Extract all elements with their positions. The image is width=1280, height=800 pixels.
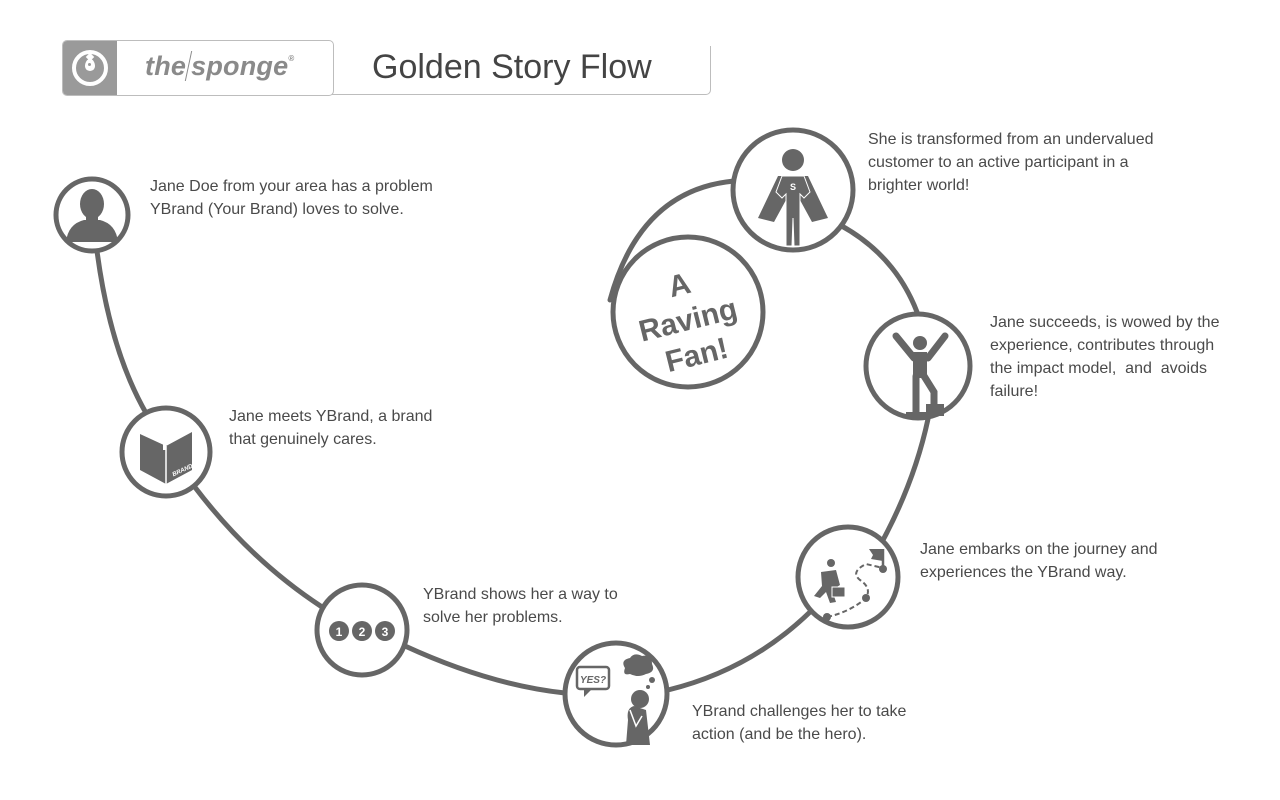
connector-4-5 xyxy=(665,609,813,693)
raving-fan-circle xyxy=(610,234,766,390)
water-drop-icon xyxy=(85,59,95,71)
celebrating-person-icon xyxy=(892,332,949,418)
brand-book-icon: BRAND xyxy=(140,432,194,484)
connector-1-2 xyxy=(94,248,149,416)
step-4-caption-line: YBrand challenges her to take xyxy=(692,703,907,720)
step-7-caption-line: She is transformed from an undervalued xyxy=(868,131,1154,148)
logo-text-left: the xyxy=(145,51,187,81)
step-6-caption-line: Jane succeeds, is wowed by the xyxy=(990,314,1220,331)
step-2-caption-line: that genuinely cares. xyxy=(229,431,377,448)
step-2-caption-line: Jane meets YBrand, a brand xyxy=(229,408,433,425)
step-1-caption: Jane Doe from your area has a problem YB… xyxy=(150,175,433,221)
logo-mark xyxy=(63,41,117,95)
yes-question-label: YES? xyxy=(580,675,606,686)
numbered-steps-icon: 1 2 3 xyxy=(329,621,395,641)
step-7-caption-line: customer to an active participant in a xyxy=(868,154,1129,171)
step-2-caption: Jane meets YBrand, a brand that genuinel… xyxy=(229,405,432,451)
step-7-caption: She is transformed from an undervalued c… xyxy=(868,128,1153,197)
connector-7-fan xyxy=(607,178,737,303)
title-box: Golden Story Flow xyxy=(332,46,711,95)
step-5-caption-line: experiences the YBrand way. xyxy=(920,564,1127,581)
journey-path-icon xyxy=(814,549,887,621)
number-2: 2 xyxy=(359,625,366,639)
logo-text-right: sponge xyxy=(191,51,289,81)
connector-5-6 xyxy=(880,416,931,543)
connector-2-3 xyxy=(191,483,325,610)
number-3: 3 xyxy=(382,625,389,639)
superhero-icon: S xyxy=(758,149,828,247)
step-1-caption-line: Jane Doe from your area has a problem xyxy=(150,178,433,195)
step-6-caption-line: the impact model, and avoids xyxy=(990,360,1208,377)
superhero-s-label: S xyxy=(790,182,796,192)
step-4-caption: YBrand challenges her to take action (an… xyxy=(692,700,906,746)
step-5-caption-line: Jane embarks on the journey and xyxy=(920,541,1158,558)
step-3-caption-line: YBrand shows her a way to xyxy=(423,586,618,603)
step-3-caption-line: solve her problems. xyxy=(423,609,563,626)
step-6-caption-line: failure! xyxy=(990,383,1039,400)
thinking-woman-icon: YES? xyxy=(575,654,655,745)
step-7-caption-line: brighter world! xyxy=(868,177,970,194)
step-5-circle xyxy=(795,524,901,630)
step-5-caption: Jane embarks on the journey and experien… xyxy=(920,538,1157,584)
registered-mark: ® xyxy=(288,54,295,63)
person-icon xyxy=(66,189,118,242)
connector-6-7 xyxy=(837,222,920,315)
step-6-caption-line: experience, contributes through xyxy=(990,337,1215,354)
step-6-caption: Jane succeeds, is wowed by the experienc… xyxy=(990,311,1219,403)
step-1-caption-line: YBrand (Your Brand) loves to solve. xyxy=(150,201,404,218)
step-4-caption-line: action (and be the hero). xyxy=(692,726,867,743)
number-1: 1 xyxy=(336,625,343,639)
step-3-caption: YBrand shows her a way to solve her prob… xyxy=(423,583,618,629)
page-title: Golden Story Flow xyxy=(372,48,652,86)
step-4-circle xyxy=(562,640,670,748)
connector-3-4 xyxy=(402,643,568,696)
